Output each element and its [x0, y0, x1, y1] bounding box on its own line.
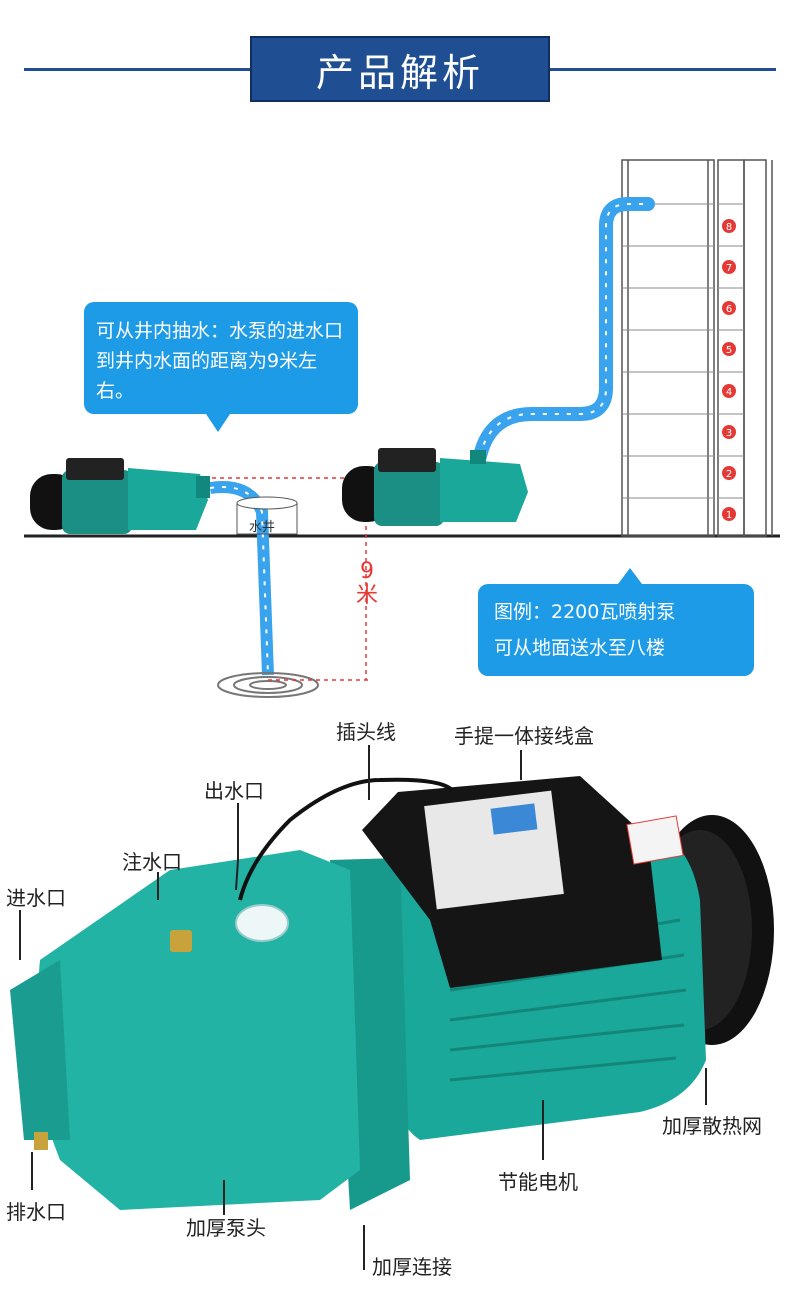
header-rule-right [550, 68, 776, 71]
floor-marker: 4 [722, 384, 736, 398]
distance-label: 9 米 [356, 560, 378, 608]
floor-marker: 7 [722, 260, 736, 274]
label-water-inlet: 进水口 [6, 886, 66, 910]
callout-example: 图例：2200瓦喷射泵 可从地面送水至八楼 [478, 568, 754, 676]
label-connection: 加厚连接 [372, 1255, 452, 1279]
callout-well-intro: 可从井内抽水：水泵的进水口到井内水面的距离为9米左右。 [84, 302, 358, 432]
floor-number: 6 [726, 304, 732, 315]
floor-marker: 2 [722, 466, 736, 480]
header-rule-left [24, 68, 250, 71]
page-title: 产品解析 [250, 36, 550, 102]
label-cooling-mesh: 加厚散热网 [662, 1114, 762, 1138]
callout-well-intro-text: 可从井内抽水：水泵的进水口到井内水面的距离为9米左右。 [96, 320, 344, 402]
label-junction-box: 手提一体接线盒 [454, 724, 594, 748]
floor-number: 8 [726, 222, 732, 233]
floor-marker: 5 [722, 342, 736, 356]
pump-small-left [30, 458, 210, 534]
pump-small-right [342, 448, 528, 526]
leader-lines [19, 745, 707, 1270]
floor-number: 5 [726, 345, 732, 356]
floor-marker: 3 [722, 425, 736, 439]
well [236, 496, 298, 535]
label-water-outlet: 出水口 [204, 779, 264, 803]
distance-value: 9 [360, 559, 374, 584]
label-priming-port: 注水口 [122, 850, 182, 874]
floor-number: 3 [726, 428, 732, 439]
floor-marker: 1 [722, 507, 736, 521]
floor-marker: 6 [722, 301, 736, 315]
callout-example-line2: 可从地面送水至八楼 [494, 637, 666, 659]
floor-number: 2 [726, 469, 732, 480]
water-ripple [217, 672, 319, 698]
distance-unit: 米 [356, 583, 379, 608]
callout-example-line1: 图例：2200瓦喷射泵 [494, 601, 676, 623]
floor-number: 1 [726, 510, 732, 521]
floor-number: 7 [726, 263, 732, 274]
label-motor: 节能电机 [498, 1170, 578, 1194]
building [621, 159, 773, 537]
well-label: 水井 [249, 520, 276, 535]
floor-marker: 8 [722, 219, 736, 233]
label-pump-head: 加厚泵头 [186, 1216, 266, 1240]
floor-markers: 8 7 6 5 4 3 2 1 [722, 219, 736, 521]
floor-number: 4 [726, 387, 732, 398]
pump-large [10, 776, 774, 1210]
label-drain-port: 排水口 [6, 1200, 66, 1224]
label-plug-cable: 插头线 [336, 720, 396, 744]
